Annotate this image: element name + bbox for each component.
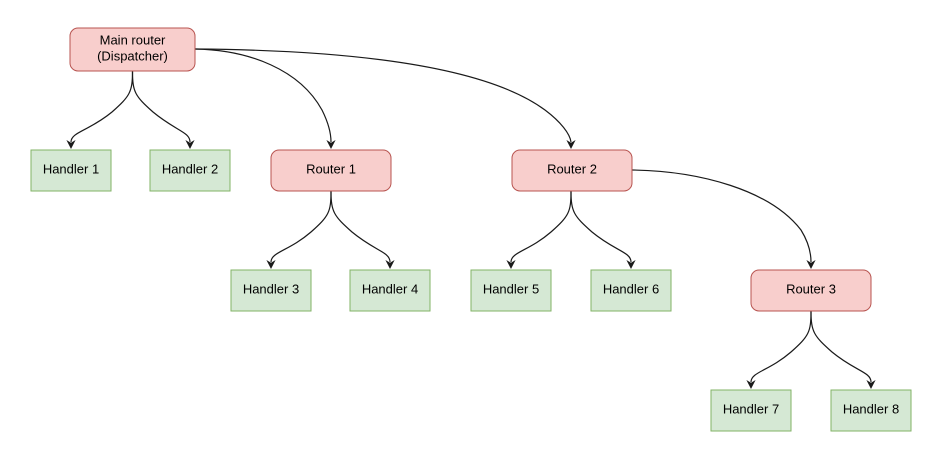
node-main-router-label: Main router(Dispatcher) (97, 33, 168, 64)
node-handler-3[interactable]: Handler 3 (230, 269, 312, 312)
node-router-2-shape (511, 149, 633, 192)
edge-router-3-to-handler-8-path (810, 310, 872, 383)
edge-router-2-to-handler-6-path (570, 190, 632, 263)
node-router-2-label-line-0: Router 2 (547, 162, 597, 177)
node-handler-7-label-line-0: Handler 7 (723, 402, 779, 417)
edge-router-1-to-handler-3-arrowhead (266, 260, 276, 269)
node-router-2-label: Router 2 (547, 162, 597, 177)
edge-router-1-to-handler-4 (330, 190, 395, 269)
node-handler-2[interactable]: Handler 2 (149, 149, 231, 192)
node-main-router-label-line-1: (Dispatcher) (97, 49, 168, 64)
node-handler-1[interactable]: Handler 1 (30, 149, 112, 192)
edge-main-to-router-1-path (194, 48, 332, 143)
node-handler-4[interactable]: Handler 4 (349, 269, 431, 312)
edge-router-2-to-handler-6-arrowhead (626, 260, 636, 269)
node-router-1[interactable]: Router 1 (270, 149, 392, 192)
node-handler-6[interactable]: Handler 6 (590, 269, 672, 312)
node-handler-1-label-line-0: Handler 1 (43, 162, 99, 177)
node-handler-7-shape (710, 389, 792, 432)
edge-router-3-to-handler-7-arrowhead (746, 380, 756, 389)
node-handler-1-label: Handler 1 (43, 162, 99, 177)
node-router-3[interactable]: Router 3 (750, 269, 872, 312)
node-handler-4-shape (349, 269, 431, 312)
node-handler-3-shape (230, 269, 312, 312)
edge-main-to-router-2 (194, 48, 576, 149)
node-main-router-label-line-0: Main router (100, 33, 166, 48)
node-handler-4-label: Handler 4 (362, 282, 418, 297)
node-router-3-label: Router 3 (786, 282, 836, 297)
edge-router-1-to-handler-3 (266, 190, 332, 269)
edge-router-2-to-router-3-arrowhead (806, 260, 816, 269)
nodes-layer: Main router(Dispatcher) Handler 1 Handler … (30, 27, 912, 432)
node-handler-2-shape (149, 149, 231, 192)
node-router-3-shape (750, 269, 872, 312)
node-main-router[interactable]: Main router(Dispatcher) (69, 27, 196, 72)
edge-main-to-router-2-path (194, 48, 572, 143)
node-router-3-label-line-0: Router 3 (786, 282, 836, 297)
node-handler-7-label: Handler 7 (723, 402, 779, 417)
node-handler-5-label-line-0: Handler 5 (483, 282, 539, 297)
node-handler-5-shape (470, 269, 552, 312)
node-router-2[interactable]: Router 2 (511, 149, 633, 192)
node-handler-8-label: Handler 8 (843, 402, 899, 417)
node-handler-4-label-line-0: Handler 4 (362, 282, 418, 297)
edge-router-1-to-handler-3-path (270, 190, 332, 263)
node-handler-6-label: Handler 6 (603, 282, 659, 297)
edge-router-2-to-router-3 (631, 169, 816, 269)
edge-main-to-handler-2-path (131, 70, 191, 143)
node-handler-2-label: Handler 2 (162, 162, 218, 177)
node-handler-8-shape (830, 389, 912, 432)
node-handler-5[interactable]: Handler 5 (470, 269, 552, 312)
edge-router-2-to-handler-5-arrowhead (506, 260, 516, 269)
edge-router-1-to-handler-4-arrowhead (385, 260, 395, 269)
edge-router-2-to-handler-6 (570, 190, 636, 269)
edges-layer (66, 48, 876, 389)
node-handler-3-label-line-0: Handler 3 (243, 282, 299, 297)
edge-main-to-handler-2-arrowhead (185, 140, 195, 149)
edge-router-1-to-handler-4-path (330, 190, 391, 263)
node-handler-3-label: Handler 3 (243, 282, 299, 297)
node-handler-6-label-line-0: Handler 6 (603, 282, 659, 297)
node-handler-2-label-line-0: Handler 2 (162, 162, 218, 177)
node-handler-8-label-line-0: Handler 8 (843, 402, 899, 417)
edge-main-to-router-1 (194, 48, 336, 149)
edge-main-to-router-2-arrowhead (566, 140, 576, 149)
node-router-1-shape (270, 149, 392, 192)
edge-main-to-handler-1-path (70, 70, 134, 143)
edge-router-2-to-handler-5-path (510, 190, 572, 263)
edge-router-3-to-handler-8-arrowhead (866, 380, 876, 389)
edge-main-to-handler-1 (66, 70, 134, 149)
edge-main-to-handler-1-arrowhead (66, 140, 76, 149)
node-handler-5-label: Handler 5 (483, 282, 539, 297)
edge-router-3-to-handler-7 (746, 310, 812, 389)
node-handler-6-shape (590, 269, 672, 312)
node-router-1-label-line-0: Router 1 (306, 162, 356, 177)
node-handler-8[interactable]: Handler 8 (830, 389, 912, 432)
edge-router-2-to-router-3-path (631, 169, 812, 263)
edge-router-2-to-handler-5 (506, 190, 572, 269)
edge-main-to-handler-2 (131, 70, 195, 149)
edge-router-3-to-handler-7-path (750, 310, 812, 383)
edge-main-to-router-1-arrowhead (326, 140, 336, 149)
node-main-router-shape (69, 27, 196, 72)
node-handler-1-shape (30, 149, 112, 192)
node-handler-7[interactable]: Handler 7 (710, 389, 792, 432)
edge-router-3-to-handler-8 (810, 310, 876, 389)
node-router-1-label: Router 1 (306, 162, 356, 177)
